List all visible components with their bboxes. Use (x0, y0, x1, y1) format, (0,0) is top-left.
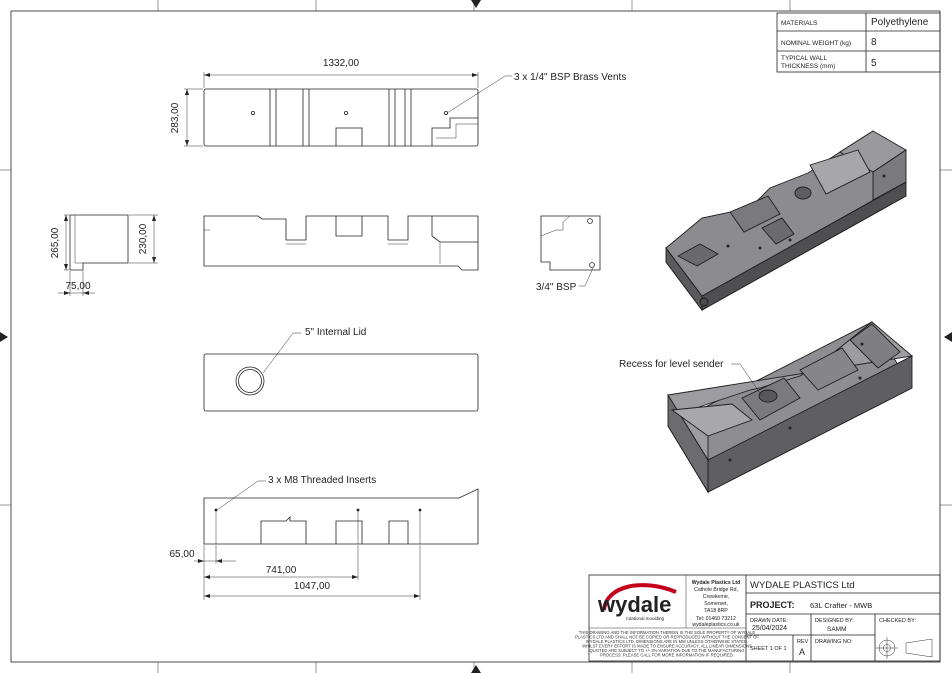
dim-side-height-overall: 265,00 (50, 227, 61, 258)
wydale-logo: wydale rotational moulding (597, 583, 677, 621)
sheet-label: SHEET 1 OF 1 (750, 646, 787, 652)
recess-callout: Recess for level sender (619, 359, 724, 370)
isometric-view-bottom: Recess for level sender (619, 321, 914, 494)
materials-table: MATERIALS Polyethylene NOMINAL WEIGHT (k… (776, 12, 941, 73)
dim-top-height: 283,00 (170, 102, 181, 133)
project-value: 63L Crafter - MWB (810, 601, 872, 610)
weight-label: NOMINAL WEIGHT (kg) (781, 40, 851, 47)
bottom-view: 3 x M8 Threaded Inserts (203, 475, 479, 545)
title-block: wydale rotational moulding Wydale Plasti… (575, 574, 941, 662)
disclaimer-line-3: WYDALE PLASTICS LTD. DIMENSIONS ARE IN M… (586, 639, 748, 644)
drawn-date-value: 25/04/2024 (752, 625, 787, 632)
drawn-date-label: DRAWN DATE: (750, 618, 788, 624)
logo-text: wydale (597, 592, 671, 617)
top-view-dimensions: 1332,00 283,00 3 x 1/4" BSP Brass Vents (170, 58, 626, 147)
drawing-no-label: DRAWING NO: (815, 639, 853, 645)
address-line-7: wydaleplastics.co.uk (692, 622, 740, 628)
address-line-5: TA18 8RP (704, 608, 728, 614)
plan-view-lid: 5" Internal Lid (203, 327, 479, 412)
third-angle-projection-icon (876, 637, 933, 659)
project-label: PROJECT: (750, 600, 795, 610)
dim-bottom-offset: 65,00 (169, 549, 194, 560)
lid-callout: 5" Internal Lid (305, 327, 366, 338)
address-line-6: Tel: 01460 73212 (696, 616, 736, 622)
checked-by-label: CHECKED BY: (879, 618, 916, 624)
disclaimer-line-6: PROCESS. PLEASE CALL FOR MORE INFORMATIO… (600, 653, 734, 658)
materials-label: MATERIALS (781, 20, 818, 27)
bsp-callout: 3/4" BSP (536, 282, 577, 293)
designed-by-label: DESIGNED BY: (815, 618, 854, 624)
wall-thickness-label-line2: THICKNESS (mm) (781, 63, 835, 70)
designed-by-value: SAMM (827, 626, 847, 633)
materials-value: Polyethylene (871, 17, 929, 28)
bottom-view-dimensions: 65,00 741,00 1047,00 (169, 545, 421, 600)
disclaimer-line-2: PLASTICS LTD AND SHALL NOT BE COPIED OR … (575, 635, 759, 640)
company-name: WYDALE PLASTICS Ltd (750, 580, 855, 591)
rev-value: A (799, 647, 805, 657)
rev-label: REV (797, 639, 809, 645)
address-line-1: Wydale Plastics Ltd (692, 580, 741, 586)
wall-thickness-label-line1: TYPICAL WALL (781, 55, 828, 62)
vents-callout: 3 x 1/4" BSP Brass Vents (514, 72, 626, 83)
disclaimer-line-5: QUOTED ARE SUBJECT TO +/- 3% VARIATION D… (590, 648, 745, 653)
logo-tagline: rotational moulding (626, 616, 665, 621)
inserts-callout: 3 x M8 Threaded Inserts (268, 475, 376, 486)
weight-value: 8 (871, 37, 877, 48)
disclaimer-line-1: THIS DRAWING AND THE INFORMATION THEREIN… (579, 630, 756, 635)
side-view-left: 265,00 230,00 75,00 (50, 214, 158, 296)
dim-bottom-insert-1: 741,00 (266, 565, 297, 576)
address-line-4: Somerset, (704, 601, 728, 607)
dim-bottom-insert-2: 1047,00 (294, 581, 331, 592)
front-view (203, 215, 479, 271)
address-line-2: Cathole Bridge Rd, (694, 587, 738, 593)
end-view-right: 3/4" BSP (536, 215, 601, 293)
isometric-view-top (665, 130, 907, 312)
disclaimer-line-4: WHILST EVERY EFFORT IS MADE TO ENSURE AC… (582, 644, 752, 649)
top-view (203, 88, 479, 147)
dim-side-foot-width: 75,00 (65, 281, 90, 292)
wall-thickness-value: 5 (871, 58, 877, 69)
dim-side-height-body: 230,00 (138, 223, 149, 254)
address-line-3: Crewkerne, (703, 594, 730, 600)
dim-top-length: 1332,00 (323, 58, 360, 69)
